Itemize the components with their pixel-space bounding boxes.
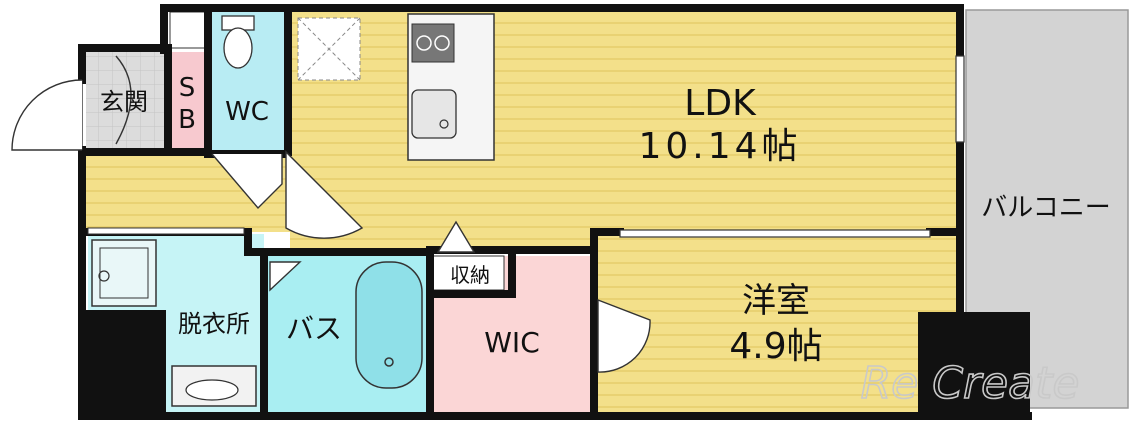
small-cupboard xyxy=(169,11,207,49)
walls xyxy=(78,4,1032,420)
dressing-label: 脱衣所 xyxy=(178,310,250,338)
shoe-box-label-top: S xyxy=(179,73,196,103)
fridge-space-x xyxy=(297,17,361,81)
balcony-window xyxy=(955,55,965,143)
western-room-size-label: 4.9帖 xyxy=(729,326,822,367)
balcony-label: バルコニー xyxy=(981,193,1110,223)
sink-drain xyxy=(439,119,449,129)
stove xyxy=(411,23,455,63)
burner-left xyxy=(416,35,432,51)
washing-machine xyxy=(91,239,157,307)
shoe-box-floor xyxy=(170,52,206,150)
watermark-logo: Re Create xyxy=(861,358,1080,409)
entrance-label: 玄関 xyxy=(100,88,148,116)
toilet-bowl xyxy=(223,27,253,69)
burner-right xyxy=(434,35,450,51)
corridor-cupboard xyxy=(87,227,245,235)
ldk-floor xyxy=(290,12,960,252)
storage-label: 収納 xyxy=(450,263,490,287)
bath-drain xyxy=(384,357,394,367)
ldk-label: LDK xyxy=(684,83,757,124)
washing-machine-drain xyxy=(98,270,110,282)
western-room-floor xyxy=(596,236,960,412)
sliding-door-western xyxy=(619,229,931,238)
wc-label: WC xyxy=(225,97,269,127)
entrance-floor xyxy=(86,52,168,150)
doors xyxy=(11,55,651,373)
kitchen-sink xyxy=(411,89,457,139)
pillar-right xyxy=(918,312,1030,416)
bathtub xyxy=(355,261,423,389)
shoe-box-label-bottom: B xyxy=(178,105,196,135)
western-room-label: 洋室 xyxy=(742,281,810,321)
ldk-size-label: 10.14帖 xyxy=(638,126,801,167)
bath-label: バス xyxy=(286,312,342,345)
wic-label: WIC xyxy=(484,326,540,359)
pillar-left xyxy=(80,310,166,416)
washbasin-bowl xyxy=(185,379,239,401)
